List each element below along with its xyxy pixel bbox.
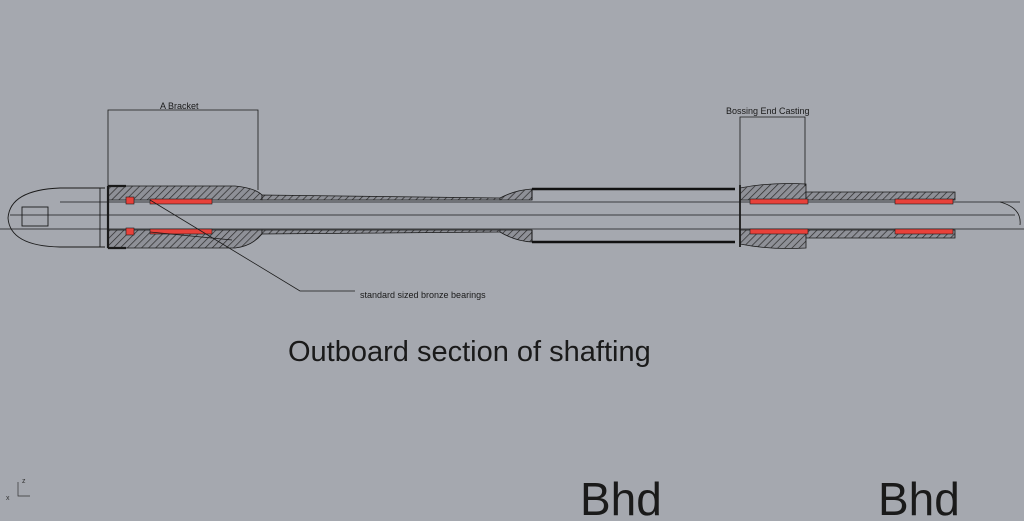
drawing-caption: Outboard section of shafting: [288, 336, 651, 368]
bossing-end-casting: [739, 183, 956, 249]
axis-x-label: x: [6, 495, 10, 502]
bearings-note-label: standard sized bronze bearings: [360, 290, 486, 300]
shaft-line: [0, 201, 1024, 230]
a-bracket-casting: [106, 184, 263, 250]
bulkhead-label-left: Bhd: [580, 473, 662, 521]
shaft-tube: [261, 188, 533, 243]
stern-tube: [531, 187, 735, 244]
bossing-end-casting-label: Bossing End Casting: [726, 106, 810, 116]
bronze-bearings: [125, 196, 954, 236]
a-bracket-label: A Bracket: [160, 101, 199, 111]
bulkhead-label-right: Bhd: [878, 473, 960, 521]
propeller-boss: [7, 187, 105, 248]
axis-z-label: z: [22, 478, 26, 485]
dimension-lines: [107, 109, 806, 292]
axis-gizmo: [17, 482, 30, 497]
